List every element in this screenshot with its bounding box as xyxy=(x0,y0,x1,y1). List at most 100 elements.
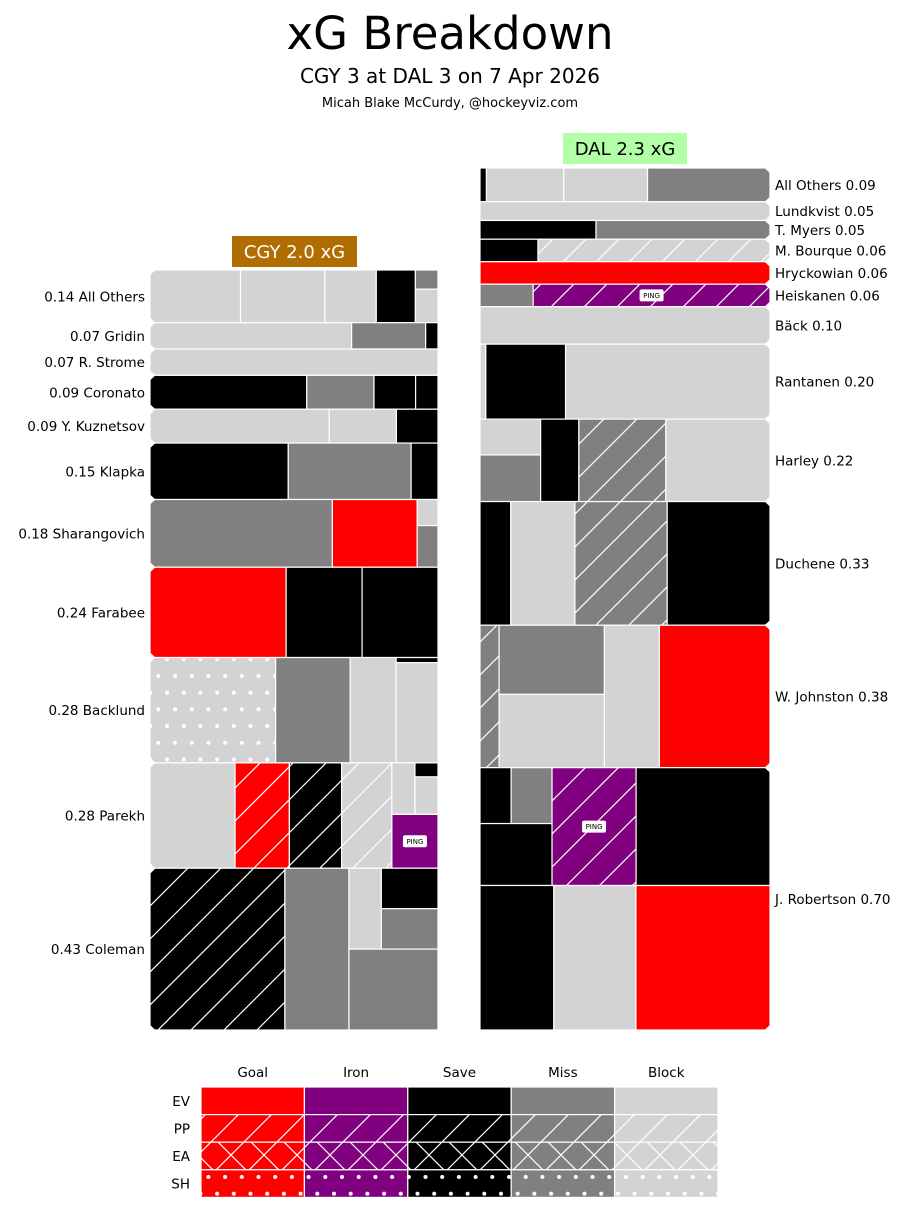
player-label: 0.09 Coronato xyxy=(49,385,145,401)
legend-swatch-block-ev xyxy=(613,1086,719,1116)
shot-block-ev xyxy=(479,343,487,420)
shot-goal-pp xyxy=(234,762,290,869)
legend-result-label: Block xyxy=(648,1065,685,1081)
shot-block-ev xyxy=(416,498,439,527)
shot-save-ev xyxy=(479,167,488,203)
shot-save-ev xyxy=(361,566,439,659)
shot-block-ev xyxy=(563,167,649,203)
legend-swatch-goal-ea xyxy=(200,1141,306,1171)
shot-save-ev xyxy=(410,442,439,501)
shot-miss-ev xyxy=(416,524,439,568)
shot-miss-pp xyxy=(578,418,667,503)
legend-swatch-save-sh xyxy=(407,1169,512,1199)
player-row: PING Heiskanen 0.06 xyxy=(479,283,880,308)
penalty-label-box xyxy=(582,820,607,833)
penalty-label-box xyxy=(402,835,427,848)
player-row: W. Johnston 0.38 xyxy=(479,624,888,769)
shot-save-ev xyxy=(485,343,567,420)
player-label: 0.15 Klapka xyxy=(65,464,145,480)
row-notch xyxy=(149,374,156,410)
penalty-label: PING xyxy=(586,823,603,831)
row-notch xyxy=(764,201,771,221)
legend-swatch-iron-pp xyxy=(303,1113,409,1143)
row-notch xyxy=(149,322,156,350)
shot-save-ev xyxy=(375,269,416,324)
legend-swatch-save-ea xyxy=(407,1141,512,1171)
shot-save-ev xyxy=(540,418,580,503)
team-panels: 0.14 All Others 0.07 Gridin 0.07 R. Strome… xyxy=(18,167,891,1031)
shot-block-ev xyxy=(349,656,397,764)
legend-swatch-miss-ev xyxy=(510,1086,616,1116)
penalty-label-box xyxy=(639,289,664,302)
legend-swatch-block-pp xyxy=(613,1113,719,1143)
player-label: Hryckowian 0.06 xyxy=(775,266,888,282)
shot-block-ev xyxy=(479,418,542,456)
legend-strength-label: PP xyxy=(174,1121,190,1137)
legend-swatch-iron-ev xyxy=(303,1086,409,1116)
player-row: 0.18 Sharangovich xyxy=(18,498,439,568)
shot-block-sh xyxy=(149,656,277,764)
penalty-label: PING xyxy=(643,292,660,300)
player-label: Heiskanen 0.06 xyxy=(775,288,880,304)
shot-block-ev xyxy=(553,884,637,1031)
legend-swatch-save-pp xyxy=(407,1113,512,1143)
cgy-panel: 0.14 All Others 0.07 Gridin 0.07 R. Strome… xyxy=(18,269,439,1031)
penalty-label: PING xyxy=(406,838,423,846)
shot-save-ev xyxy=(395,408,439,444)
row-notch xyxy=(764,219,771,240)
shot-save-ev xyxy=(149,442,289,501)
shot-save-ev xyxy=(666,500,771,626)
shot-miss-ev xyxy=(149,498,333,568)
shot-miss-ev xyxy=(595,219,771,240)
chart-subtitle: CGY 3 at DAL 3 on 7 Apr 2026 xyxy=(300,64,600,88)
player-row: Harley 0.22 xyxy=(479,418,853,503)
shot-save-pp xyxy=(149,867,286,1031)
player-label: 0.07 R. Strome xyxy=(44,355,145,371)
player-label: M. Bourque 0.06 xyxy=(775,243,886,259)
player-row: T. Myers 0.05 xyxy=(479,219,865,240)
shot-miss-ev xyxy=(287,442,412,501)
player-row: Rantanen 0.20 xyxy=(479,343,874,420)
row-notch xyxy=(149,269,156,324)
shot-save-ev xyxy=(149,374,308,410)
player-label: 0.18 Sharangovich xyxy=(18,526,145,542)
shot-block-ev xyxy=(564,343,771,420)
shot-save-ev xyxy=(479,219,597,240)
shot-block-ev xyxy=(498,693,605,769)
shot-save-ev xyxy=(635,767,771,887)
shot-miss-ev xyxy=(348,948,439,1031)
legend-result-label: Iron xyxy=(343,1065,369,1081)
shot-block-ev xyxy=(348,867,382,950)
chart-credit: Micah Blake McCurdy, @hockeyviz.com xyxy=(322,96,578,111)
player-row: 0.43 Coleman xyxy=(51,867,439,1031)
player-label: T. Myers 0.05 xyxy=(774,223,865,239)
shot-block-ev xyxy=(414,776,439,815)
shot-save-ev xyxy=(479,822,553,887)
row-notch xyxy=(764,306,771,345)
legend-strength-label: SH xyxy=(171,1177,190,1193)
shot-block-ev xyxy=(510,500,576,626)
shot-block-ev xyxy=(239,269,326,324)
cgy-badge-label: CGY 2.0 xG xyxy=(244,242,345,263)
row-notch xyxy=(764,283,771,308)
shot-miss-ev xyxy=(275,656,351,764)
player-row: 0.14 All Others xyxy=(44,269,439,324)
dal-badge-label: DAL 2.3 xG xyxy=(575,139,676,160)
player-label: 0.28 Parekh xyxy=(65,809,145,825)
legend-result-label: Miss xyxy=(548,1065,577,1081)
shot-miss-ev xyxy=(351,322,427,350)
legend-swatch-block-sh xyxy=(613,1169,719,1199)
shot-save-ev xyxy=(479,500,512,626)
shot-block-ev xyxy=(485,167,565,203)
shot-save-ev xyxy=(479,767,512,825)
player-label: 0.07 Gridin xyxy=(70,329,145,345)
legend-swatch-miss-pp xyxy=(510,1113,616,1143)
shot-block-ev xyxy=(149,762,236,869)
shot-block-ev xyxy=(149,322,353,350)
player-row: Lundkvist 0.05 xyxy=(479,201,874,222)
player-label: 0.43 Coleman xyxy=(51,942,145,958)
player-row: All Others 0.09 xyxy=(479,167,876,203)
shot-block-ev xyxy=(324,269,377,324)
